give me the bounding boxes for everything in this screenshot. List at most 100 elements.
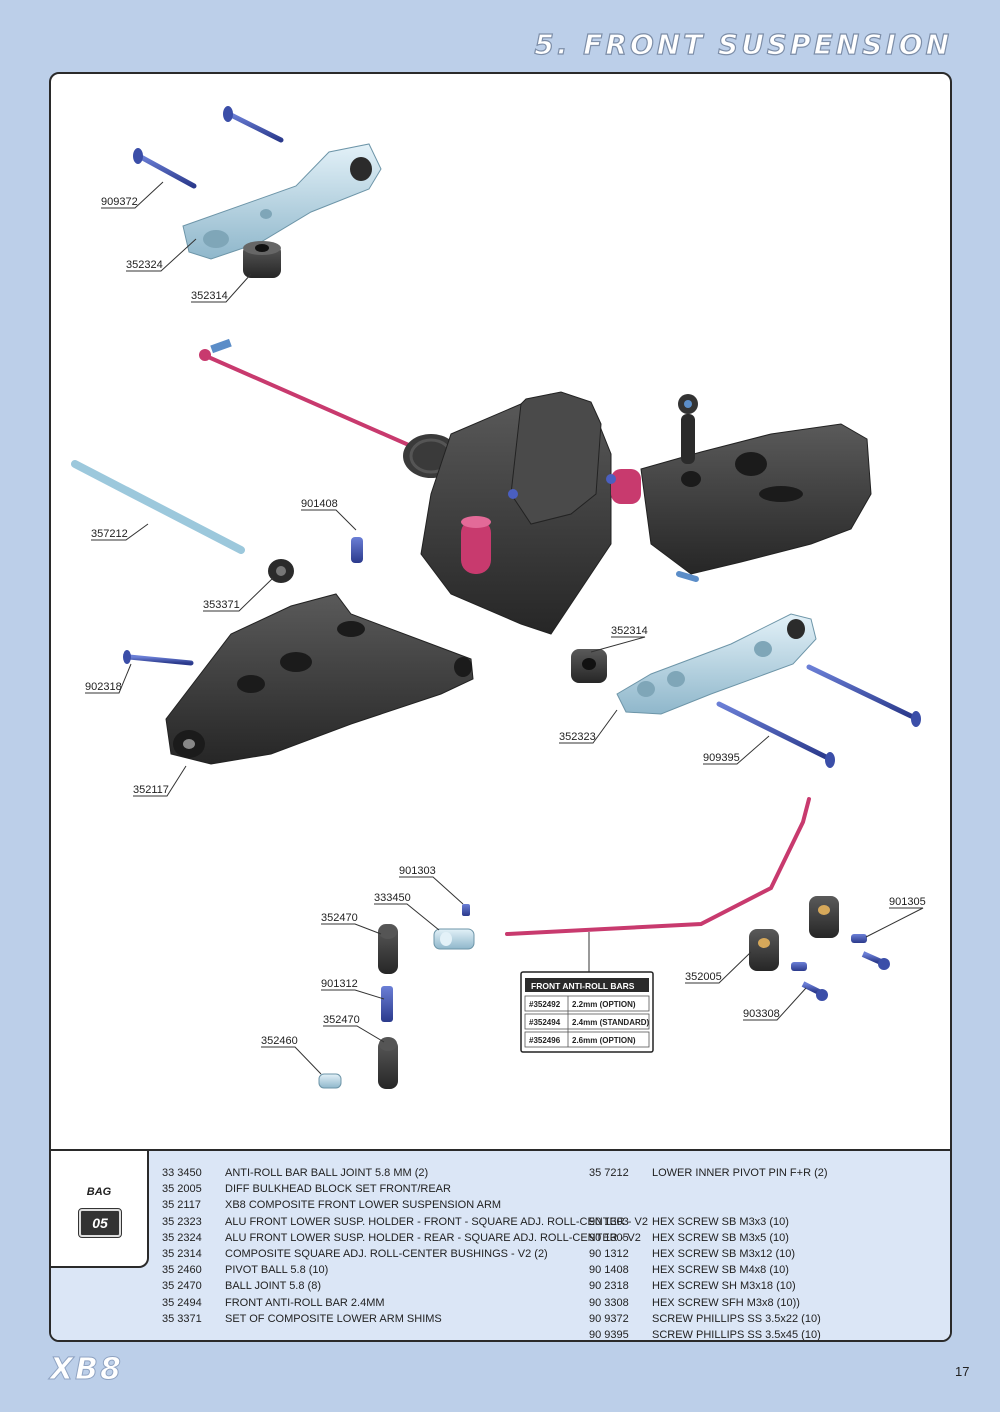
- part-description: ANTI-ROLL BAR BALL JOINT 5.8 MM (2): [225, 1167, 429, 1179]
- page-number: 17: [955, 1364, 970, 1379]
- table-row-part: #352494: [529, 1018, 561, 1027]
- part-description: BALL JOINT 5.8 (8): [225, 1280, 321, 1293]
- parts-list-row: 35 7212 LOWER INNER PIVOT PIN F+R (2): [589, 1165, 828, 1181]
- part-number: 35 2005: [162, 1183, 202, 1196]
- part-number: [589, 1181, 652, 1197]
- callout-901305: 901305: [889, 896, 926, 908]
- pivot-pin-357212: [71, 460, 245, 554]
- table-row-spec: 2.4mm (STANDARD): [572, 1018, 650, 1027]
- callout-352460: 352460: [261, 1035, 298, 1047]
- screw-902318: [123, 650, 194, 666]
- pivot-ball-352460: [318, 1073, 342, 1089]
- screw-901312: [381, 986, 393, 1022]
- screw-901408: [351, 537, 363, 563]
- alu-holder-front: [616, 613, 817, 715]
- callout-357212: 357212: [91, 528, 128, 540]
- parts-list-row: 35 2117 XB8 COMPOSITE FRONT LOWER SUSPENS…: [162, 1197, 648, 1213]
- xb8-logo: XB8: [50, 1352, 123, 1388]
- part-number: 90 9395: [589, 1328, 629, 1341]
- callout-352324: 352324: [126, 259, 163, 271]
- ball-joint-352470-upper: [378, 924, 398, 974]
- part-number: 35 2117: [162, 1199, 201, 1212]
- parts-list-row: [589, 1181, 828, 1197]
- antiroll-options-table: FRONT ANTI-ROLL BARS #352492 2.2mm (OPTI…: [520, 971, 654, 1053]
- part-description: PIVOT BALL 5.8 (10): [225, 1264, 329, 1277]
- part-description: ALU FRONT LOWER SUSP. HOLDER - FRONT - S…: [225, 1215, 648, 1228]
- parts-list-row: 90 9372 SCREW PHILLIPS SS 3.5x22 (10): [589, 1311, 828, 1327]
- callout-352005: 352005: [685, 971, 722, 983]
- leader-lines: [85, 181, 924, 1075]
- part-number: 35 2324: [162, 1231, 202, 1244]
- part-description: LOWER INNER PIVOT PIN F+R (2): [652, 1167, 828, 1179]
- part-number: 90 1312: [589, 1247, 629, 1260]
- screw-909395-upper: [806, 664, 921, 727]
- callout-903308: 903308: [743, 1008, 780, 1020]
- exploded-diagram: 909372 352324 352314 357212 901408 35337…: [71, 106, 926, 1089]
- part-description: XB8 COMPOSITE FRONT LOWER SUSPENSION ARM: [225, 1199, 502, 1212]
- bulkhead-arm-mount: [640, 394, 872, 582]
- parts-list-row: 35 2314 COMPOSITE SQUARE ADJ. ROLL-CENTER…: [162, 1246, 648, 1262]
- part-number: 90 1305: [589, 1231, 629, 1244]
- bushing-352314-top: [243, 241, 281, 278]
- parts-list-row: 35 2494 FRONT ANTI-ROLL BAR 2.4MM: [162, 1295, 648, 1311]
- parts-list-row: 35 2470 BALL JOINT 5.8 (8): [162, 1278, 648, 1294]
- lower-arm-352117: [165, 593, 474, 765]
- callout-333450: 333450: [374, 892, 411, 904]
- screw-903308-a: [861, 951, 890, 970]
- parts-list-row: 90 3308 HEX SCREW SFH M3x8 (10)): [589, 1295, 828, 1311]
- part-number: 90 2318: [589, 1280, 629, 1293]
- callout-902318: 902318: [85, 681, 122, 693]
- part-description: FRONT ANTI-ROLL BAR 2.4MM: [225, 1296, 385, 1309]
- table-header: FRONT ANTI-ROLL BARS: [531, 981, 635, 991]
- callout-901303: 901303: [399, 865, 436, 877]
- part-description: HEX SCREW SB M3x3 (10): [652, 1215, 789, 1228]
- table-row-part: #352492: [529, 1000, 561, 1009]
- bushing-352314-lower: [571, 649, 607, 683]
- callout-352470-lower: 352470: [323, 1014, 360, 1026]
- bag-indicator: BAG 05: [51, 1151, 149, 1268]
- screw-909395-lower: [716, 701, 835, 768]
- part-number: 35 2470: [162, 1280, 202, 1293]
- screw-901303: [462, 904, 470, 916]
- part-description: SCREW PHILLIPS SS 3.5x45 (10): [652, 1328, 821, 1341]
- part-number: 90 1408: [589, 1264, 629, 1277]
- part-number: 35 2314: [162, 1247, 202, 1260]
- callout-352323: 352323: [559, 731, 596, 743]
- parts-list-row: [589, 1197, 828, 1213]
- part-description: HEX SCREW SH M3x18 (10): [652, 1280, 796, 1293]
- callout-352314: 352314: [191, 290, 228, 302]
- callout-909395: 909395: [703, 752, 740, 764]
- part-number: 90 9372: [589, 1312, 629, 1325]
- screw-901305-a: [851, 934, 867, 943]
- ball-joint-352470-lower: [378, 1037, 398, 1089]
- table-row-part: #352496: [529, 1036, 561, 1045]
- part-description: HEX SCREW SB M4x8 (10): [652, 1264, 789, 1277]
- screw-901305-b: [791, 962, 807, 971]
- parts-list-row: 35 2324 ALU FRONT LOWER SUSP. HOLDER - RE…: [162, 1230, 648, 1246]
- part-number: 35 2494: [162, 1296, 202, 1309]
- parts-list-row: 90 1408 HEX SCREW SB M4x8 (10): [589, 1262, 828, 1278]
- part-description: COMPOSITE SQUARE ADJ. ROLL-CENTER BUSHIN…: [225, 1247, 548, 1260]
- part-number: 35 7212: [589, 1167, 629, 1179]
- part-number: 90 3308: [589, 1296, 629, 1309]
- parts-list-row: 90 9395 SCREW PHILLIPS SS 3.5x45 (10): [589, 1327, 828, 1341]
- ball-joint-333450: [433, 928, 475, 950]
- diff-bulkhead-assembly: [420, 391, 641, 635]
- part-description: SCREW PHILLIPS SS 3.5x22 (10): [652, 1312, 821, 1325]
- screw-909372-upper: [223, 106, 284, 143]
- part-description: HEX SCREW SFH M3x8 (10)): [652, 1296, 800, 1309]
- part-description: ALU FRONT LOWER SUSP. HOLDER - REAR - SQ…: [225, 1231, 641, 1244]
- page-title: 5. FRONT SUSPENSION: [534, 27, 952, 61]
- part-description: SET OF COMPOSITE LOWER ARM SHIMS: [225, 1312, 442, 1325]
- front-driveshaft: [199, 338, 459, 478]
- alu-holder-rear: [182, 143, 382, 260]
- callout-901312: 901312: [321, 978, 358, 990]
- callout-352314-lower: 352314: [611, 625, 648, 637]
